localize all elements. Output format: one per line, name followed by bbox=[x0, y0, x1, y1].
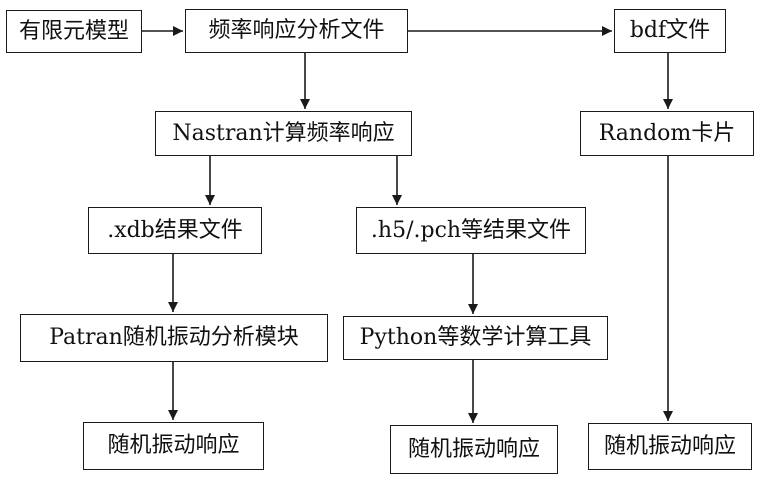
node-python-tools: Python等数学计算工具 bbox=[343, 316, 608, 360]
node-response-python: 随机振动响应 bbox=[390, 425, 558, 474]
node-nastran-calc: Nastran计算频率响应 bbox=[155, 111, 412, 156]
node-patran-module: Patran随机振动分析模块 bbox=[20, 314, 328, 362]
node-response-random: 随机振动响应 bbox=[588, 423, 752, 470]
node-fem-model: 有限元模型 bbox=[6, 10, 142, 53]
node-response-patran: 随机振动响应 bbox=[83, 422, 264, 470]
node-random-card: Random卡片 bbox=[580, 111, 754, 156]
node-freq-response-file: 频率响应分析文件 bbox=[185, 9, 408, 53]
node-h5-pch-file: .h5/.pch等结果文件 bbox=[356, 207, 586, 254]
node-bdf-file: bdf文件 bbox=[614, 9, 726, 53]
node-xdb-file: .xdb结果文件 bbox=[88, 207, 262, 254]
